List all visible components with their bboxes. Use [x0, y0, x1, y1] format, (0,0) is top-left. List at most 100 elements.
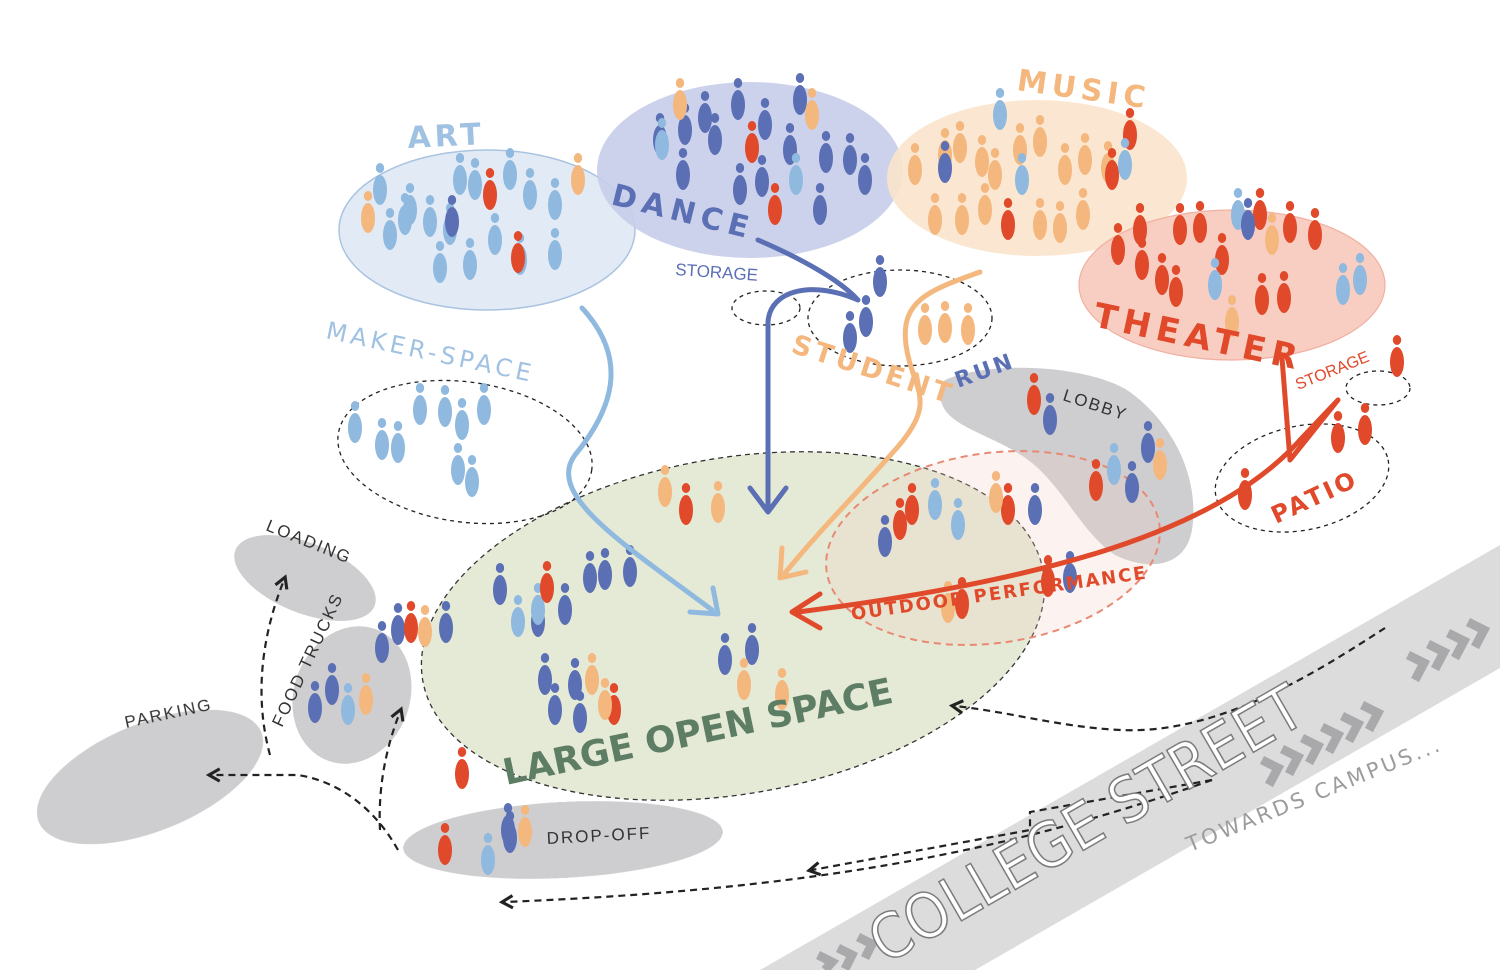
person-figure-open — [598, 678, 612, 720]
person-figure-art — [488, 213, 502, 255]
person-figure-theater — [1133, 203, 1147, 245]
person-figure-foodtruck — [308, 681, 322, 723]
patio-label: PATIO — [1267, 465, 1363, 530]
person-figure-art — [503, 148, 517, 190]
person-figure-open — [548, 683, 562, 725]
person-figure-patio — [1331, 411, 1345, 453]
person-figure-art — [361, 191, 375, 233]
people-figures — [308, 73, 1404, 875]
person-figure-theater — [1283, 201, 1297, 243]
person-figure-theater — [1277, 271, 1291, 313]
person-figure-dance — [676, 148, 690, 190]
music-flow-arrow — [777, 269, 983, 581]
person-figure-dance — [858, 153, 872, 195]
patio-zone — [1214, 423, 1390, 533]
person-figure-foodtruck — [418, 605, 432, 647]
person-figure-music — [1078, 133, 1092, 175]
person-figure-open — [745, 623, 759, 665]
person-figure-dance — [805, 88, 819, 130]
person-figure-art — [548, 178, 562, 220]
person-figure-open — [540, 561, 554, 603]
person-figure-theater — [1155, 253, 1169, 295]
person-figure-open — [583, 551, 597, 593]
person-figure-music — [988, 148, 1002, 190]
person-figure-open — [511, 595, 525, 637]
person-figure-music — [955, 193, 969, 235]
person-figure-lobby — [1153, 438, 1167, 480]
person-figure-theater — [1336, 263, 1350, 305]
circulation-to-dropoff — [505, 778, 1213, 902]
theater-storage-label: STORAGE — [1293, 349, 1372, 394]
person-figure-music — [908, 143, 922, 185]
gray-zones — [36, 367, 1194, 879]
student-run-zone — [807, 269, 993, 367]
person-figure-open — [585, 653, 599, 695]
circulation-to-parking — [212, 775, 399, 851]
street-chevrons — [815, 617, 1491, 970]
person-figure-music — [953, 121, 967, 163]
person-figure-patio — [1358, 403, 1372, 445]
person-figure-student — [873, 255, 887, 297]
person-figure-art — [468, 158, 482, 200]
person-figure-foodtruck — [455, 747, 469, 789]
person-figure-outdoor — [989, 471, 1003, 513]
theater-storage-zone — [1345, 370, 1411, 406]
person-figure-theater — [1111, 223, 1125, 265]
person-figure-open — [718, 633, 732, 675]
person-figure-student — [961, 303, 975, 345]
vehicle-circulation — [212, 580, 1386, 902]
person-figure-maker — [438, 385, 452, 427]
dance-flow-arrow — [747, 237, 861, 515]
person-figure-maker — [413, 383, 427, 425]
person-figure-music — [1033, 198, 1047, 240]
person-figure-theater — [1255, 273, 1269, 315]
person-figure-music — [993, 88, 1007, 130]
person-figure-music — [1033, 115, 1047, 157]
person-figure-outdoor — [1041, 555, 1055, 597]
maker-space-zone — [337, 379, 593, 525]
person-figure-art — [445, 195, 459, 237]
person-figure-lobby — [1027, 373, 1041, 415]
loading-zone — [234, 535, 376, 621]
person-figure-music — [1105, 148, 1119, 190]
person-figure-theater — [1253, 188, 1267, 230]
person-figure-maker — [451, 443, 465, 485]
person-figure-foodtruck — [341, 683, 355, 725]
circulation-to-loading — [260, 580, 284, 756]
lobby-zone — [939, 367, 1194, 565]
person-figure-music — [928, 193, 942, 235]
person-figure-foodtruck — [375, 621, 389, 663]
person-figure-maker — [348, 401, 362, 443]
person-figure-outdoor — [928, 478, 942, 520]
person-figure-art — [523, 168, 537, 210]
person-figure-dance — [758, 98, 772, 140]
person-figure-music — [1015, 153, 1029, 195]
person-figure-art — [571, 153, 585, 195]
person-figure-dance — [655, 118, 669, 160]
person-figure-theater — [1215, 233, 1229, 275]
person-figure-art — [423, 195, 437, 237]
person-figure-theater — [1173, 203, 1187, 245]
person-figure-open — [658, 465, 672, 507]
person-figure-patio — [1390, 335, 1404, 377]
person-figure-outdoor — [878, 515, 892, 557]
art-flow-arrow — [566, 305, 721, 617]
person-figure-outdoor — [905, 483, 919, 525]
person-figure-open — [598, 548, 612, 590]
person-figure-theater — [1241, 198, 1255, 240]
person-figure-theater — [1208, 258, 1222, 300]
person-figure-theater — [1265, 213, 1279, 255]
person-figure-music — [938, 141, 952, 183]
circulation-dropoff-loop — [812, 778, 1213, 870]
person-figure-theater — [1169, 265, 1183, 307]
person-figure-outdoor — [893, 498, 907, 540]
person-figure-art — [511, 231, 525, 273]
maker-space-label: MAKER-SPACE — [324, 316, 538, 388]
person-figure-dropoff — [503, 811, 517, 853]
person-figure-foodtruck — [439, 601, 453, 643]
person-figure-outdoor — [1028, 483, 1042, 525]
person-figure-foodtruck — [325, 663, 339, 705]
person-figure-student — [918, 303, 932, 345]
person-figure-dance — [768, 183, 782, 225]
person-figure-dance — [698, 91, 712, 133]
